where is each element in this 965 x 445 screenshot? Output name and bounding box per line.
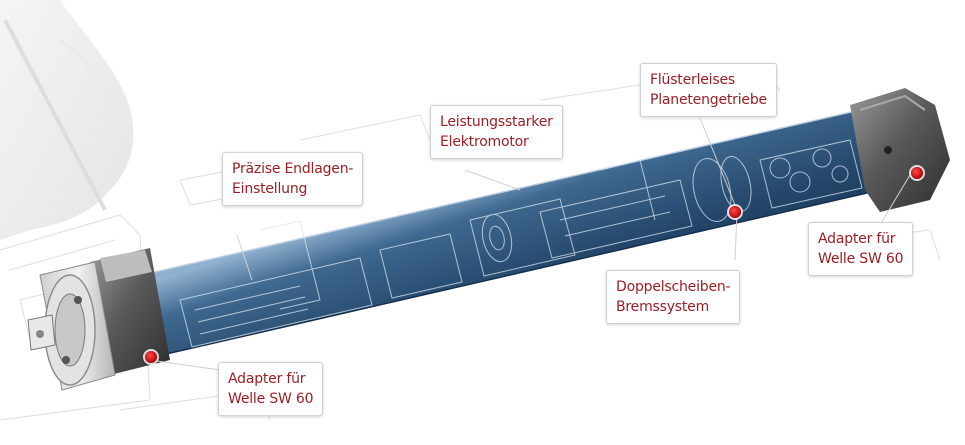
label-limit-adjustment: Präzise Endlagen- Einstellung [222,152,364,206]
label-motor-line1: Leistungsstarker [440,114,553,130]
marker-brake [729,206,741,218]
label-adapter-left: Adapter für Welle SW 60 [218,362,324,416]
label-planetary-gear: Flüsterleises Planetengetriebe [640,63,777,117]
label-brake-line2: Bremssystem [616,299,710,315]
marker-adapter-right [911,167,923,179]
label-gear-line2: Planetengetriebe [650,92,767,108]
label-gear-line1: Flüsterleises [650,72,735,88]
label-adapter-right-line1: Adapter für [818,231,896,247]
hand-sketch [0,0,134,240]
label-adapter-right-line2: Welle SW 60 [818,251,904,267]
leader-lines [149,117,911,371]
label-adapter-left-line1: Adapter für [228,371,306,387]
label-limit-line2: Einstellung [232,181,308,197]
label-adapter-left-line2: Welle SW 60 [228,391,314,407]
marker-adapter-left [145,351,157,363]
label-limit-line1: Präzise Endlagen- [232,161,354,177]
label-electric-motor: Leistungsstarker Elektromotor [430,105,563,159]
left-motor-head [27,248,170,391]
label-adapter-right: Adapter für Welle SW 60 [808,222,914,276]
right-adapter-cap [850,88,950,212]
label-brake-system: Doppelscheiben- Bremssystem [606,270,741,324]
motor-tube [119,109,881,361]
label-motor-line2: Elektromotor [440,134,529,150]
label-brake-line1: Doppelscheiben- [616,279,731,295]
